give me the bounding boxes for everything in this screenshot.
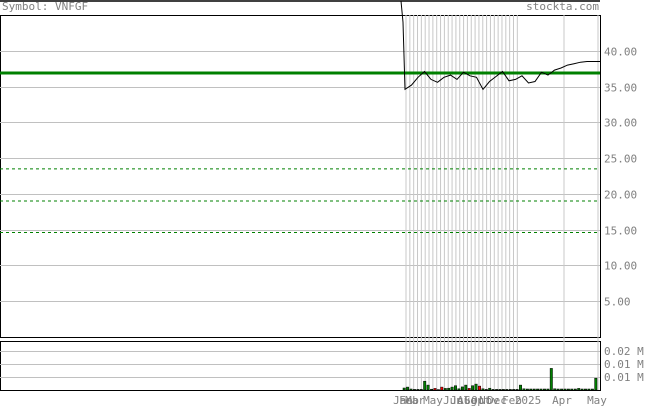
volume-bar [430,388,434,391]
volume-bar [570,388,574,391]
volume-bar [519,384,522,391]
volume-bar [484,389,488,391]
volume-bar [563,388,567,391]
date-tick-label: Dec [487,394,507,406]
volume-bar [457,388,461,391]
date-tick-label: Jul [450,394,470,406]
volume-bar [505,389,509,391]
date-tick-label: Feb [502,394,522,406]
volume-bar [525,388,529,391]
volume-bar [539,388,543,391]
volume-bar [478,385,481,391]
price-line [400,0,600,91]
price-tick-label: 15.00 [604,225,637,238]
symbol-label: Symbol: VNFGF [2,0,89,13]
price-panel-frame [0,15,601,338]
volume-bar [560,388,564,391]
volume-bar [556,388,560,391]
volume-bar [440,386,444,391]
date-tick-label: Feb [399,394,419,406]
date-tick-label: Aug [457,394,477,406]
date-tick-label: Nov [479,394,499,406]
volume-bar [481,388,485,391]
volume-bar [402,387,406,391]
volume-bar [416,389,420,391]
date-tick-label: Sep [464,394,484,406]
price-tick-label: 30.00 [604,117,637,130]
volume-bar [450,386,454,391]
volume-bar [498,389,502,391]
date-tick-label: May [587,394,607,406]
volume-bar [515,389,519,391]
volume-panel-frame [0,341,601,391]
price-tick-label: 5.00 [604,296,631,309]
volume-bar [471,385,475,391]
volume-bar [587,388,591,391]
volume-bar [433,388,437,391]
price-tick-label: 35.00 [604,82,637,95]
volume-bar [508,389,512,391]
volume-bar [406,386,410,391]
volume-bar [467,388,471,391]
volume-bar [423,380,427,391]
volume-bar [546,388,550,391]
date-tick-label: Jun [443,394,463,406]
volume-bar [536,388,540,391]
volume-bar [413,389,416,391]
volume-bar [501,389,505,391]
volume-bar [474,383,478,391]
volume-bar [447,387,451,391]
date-tick-label: May [423,394,443,406]
volume-bar [464,384,468,391]
volume-bar [419,389,423,391]
volume-bar [512,389,516,391]
volume-bar [553,388,557,391]
volume-tick-label: 0.01 M [604,371,644,384]
volume-bar [522,388,526,391]
date-tick-label: Apr [552,394,572,406]
volume-bar [577,388,581,391]
volume-bar [426,384,430,391]
price-tick-label: 10.00 [604,260,637,273]
brand-label: stockta.com [526,0,599,13]
volume-bar [584,388,587,391]
volume-bar [573,388,577,391]
price-tick-label: 40.00 [604,46,637,59]
volume-bar [488,387,492,391]
volume-bar [454,385,457,391]
volume-bar [532,388,536,391]
volume-bar [495,389,499,391]
volume-bar [409,388,413,391]
volume-bar [543,388,546,391]
volume-tick-label: 0.02 M [604,345,644,358]
date-tick-label: Mar [405,394,425,406]
date-tick-label: Jan [393,394,413,406]
volume-bar [566,388,570,391]
volume-bar [443,388,447,391]
volume-bar [529,388,533,391]
date-tick-label: 2025 [515,394,542,406]
volume-bar [580,388,584,391]
volume-bar [460,386,464,391]
price-tick-label: 25.00 [604,153,637,166]
volume-bar [549,368,553,391]
volume-bar [491,389,495,391]
volume-bar [594,377,598,391]
volume-tick-label: 0.01 M [604,358,644,371]
date-tick-label: Oct [471,394,491,406]
volume-bar [590,388,594,391]
price-tick-label: 20.00 [604,189,637,202]
